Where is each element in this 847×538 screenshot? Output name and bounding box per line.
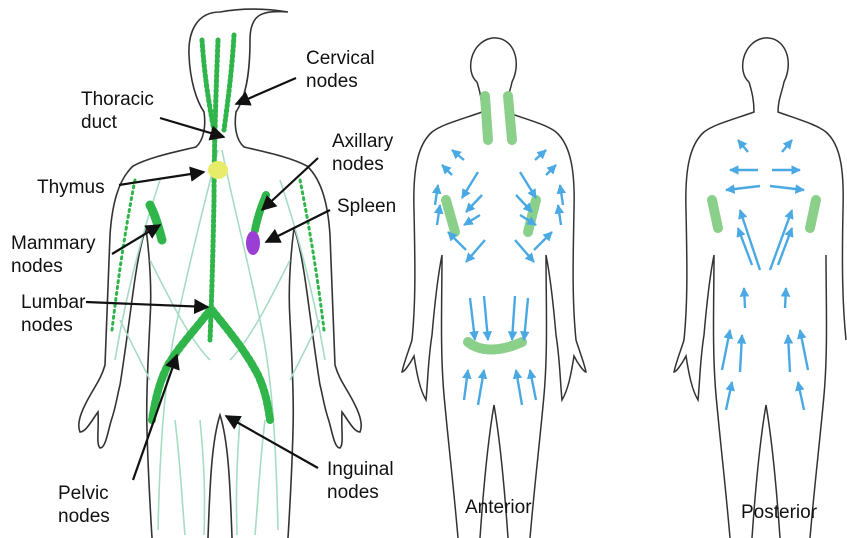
cervical-nodes-right bbox=[224, 35, 234, 130]
axillary-nodes-label: Axillary nodes bbox=[332, 130, 393, 176]
mammary-arrow bbox=[112, 225, 160, 254]
posterior-node-clusters bbox=[712, 200, 816, 228]
cervical-nodes-label: Cervical nodes bbox=[306, 47, 375, 93]
mammary-nodes-label: Mammary nodes bbox=[11, 232, 95, 278]
left-body-crotch bbox=[208, 415, 232, 538]
anterior-flow-arrows bbox=[435, 150, 563, 405]
anterior-body-outline bbox=[402, 38, 586, 538]
spleen-label: Spleen bbox=[337, 195, 396, 218]
lumbar-arrow bbox=[86, 302, 208, 307]
anterior-body bbox=[402, 38, 586, 538]
thoracic-duct-label: Thoracic duct bbox=[81, 88, 154, 134]
mammary-nodes-cluster bbox=[150, 205, 162, 240]
thymus-arrow bbox=[119, 172, 204, 185]
pelvic-arrow bbox=[133, 355, 177, 480]
posterior-body-outline bbox=[674, 38, 846, 538]
axillary-arrow bbox=[262, 158, 318, 210]
anterior-caption: Anterior bbox=[465, 497, 532, 519]
spleen-organ bbox=[246, 231, 260, 255]
arm-vessel-right bbox=[300, 180, 324, 330]
posterior-body bbox=[674, 38, 846, 538]
thymus-label: Thymus bbox=[37, 176, 105, 199]
inguinal-arrow bbox=[226, 416, 318, 468]
lumbar-nodes-label: Lumbar nodes bbox=[21, 291, 85, 337]
posterior-flow-arrows bbox=[722, 140, 808, 410]
anterior-node-clusters bbox=[446, 96, 536, 350]
axillary-nodes-cluster bbox=[255, 195, 266, 230]
inguinal-nodes-label: Inguinal nodes bbox=[327, 458, 394, 504]
pelvic-nodes-label: Pelvic nodes bbox=[58, 482, 110, 528]
posterior-caption: Posterior bbox=[741, 502, 817, 524]
thoracic-duct-line bbox=[210, 40, 218, 340]
thymus-organ bbox=[208, 161, 228, 179]
